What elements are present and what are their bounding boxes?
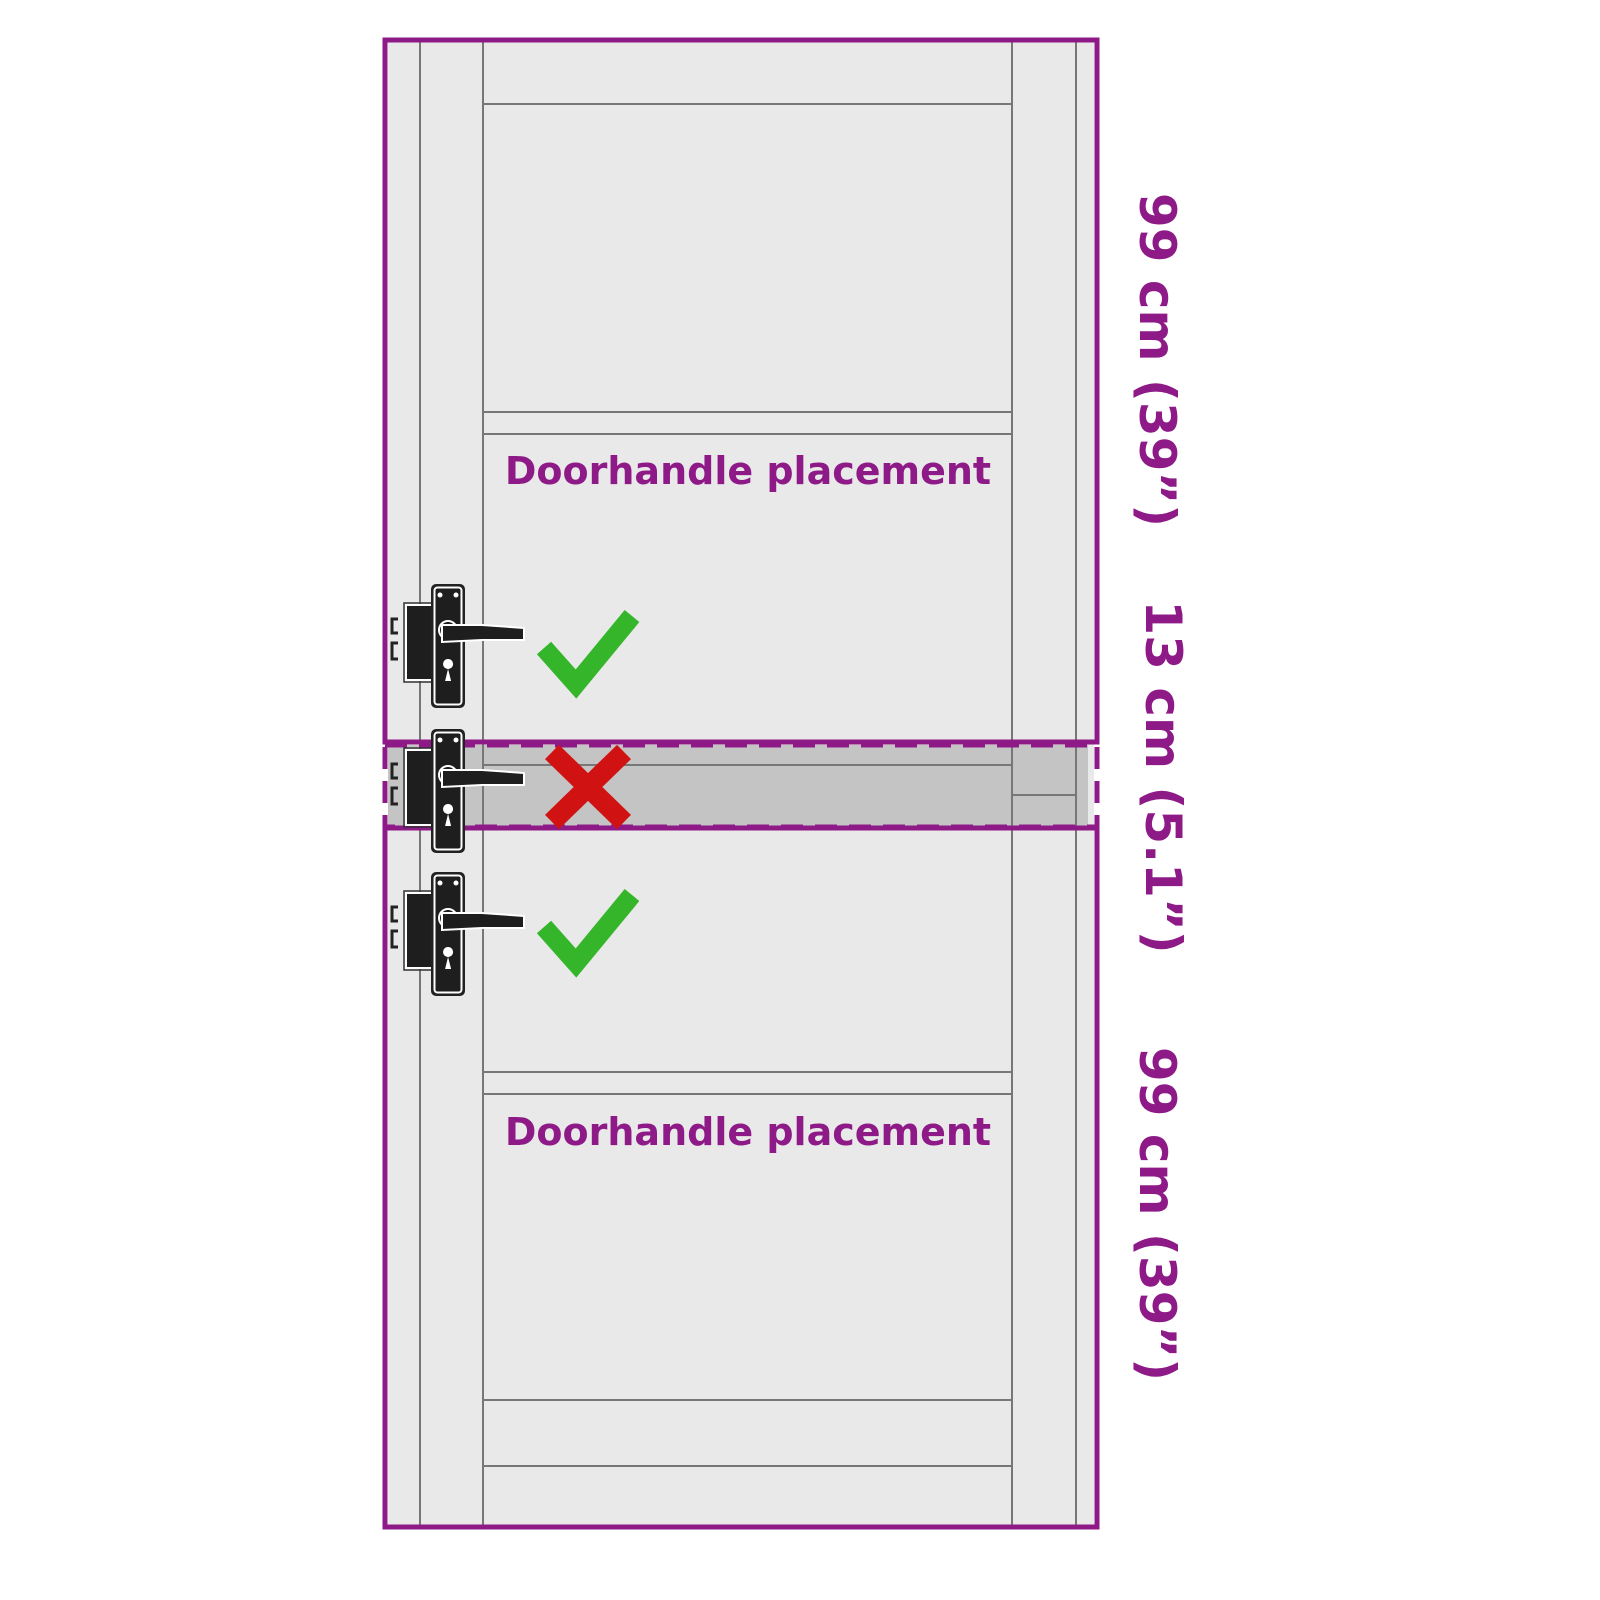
placement-label-bottom: Doorhandle placement <box>505 1110 991 1154</box>
forbidden-zone-box <box>382 742 1100 830</box>
lower-zone-box <box>382 825 1100 1530</box>
check-icon <box>536 888 640 978</box>
upper-zone-box <box>382 37 1100 745</box>
x-icon <box>545 744 631 830</box>
forbidden-band <box>388 745 1088 828</box>
placement-label-top: Doorhandle placement <box>505 449 991 493</box>
dimension-middle: 13 cm (5.1”) <box>1134 600 1192 953</box>
check-icon <box>536 609 640 699</box>
dimension-top: 99 cm (39”) <box>1128 193 1186 527</box>
dimension-bottom: 99 cm (39”) <box>1128 1047 1186 1381</box>
